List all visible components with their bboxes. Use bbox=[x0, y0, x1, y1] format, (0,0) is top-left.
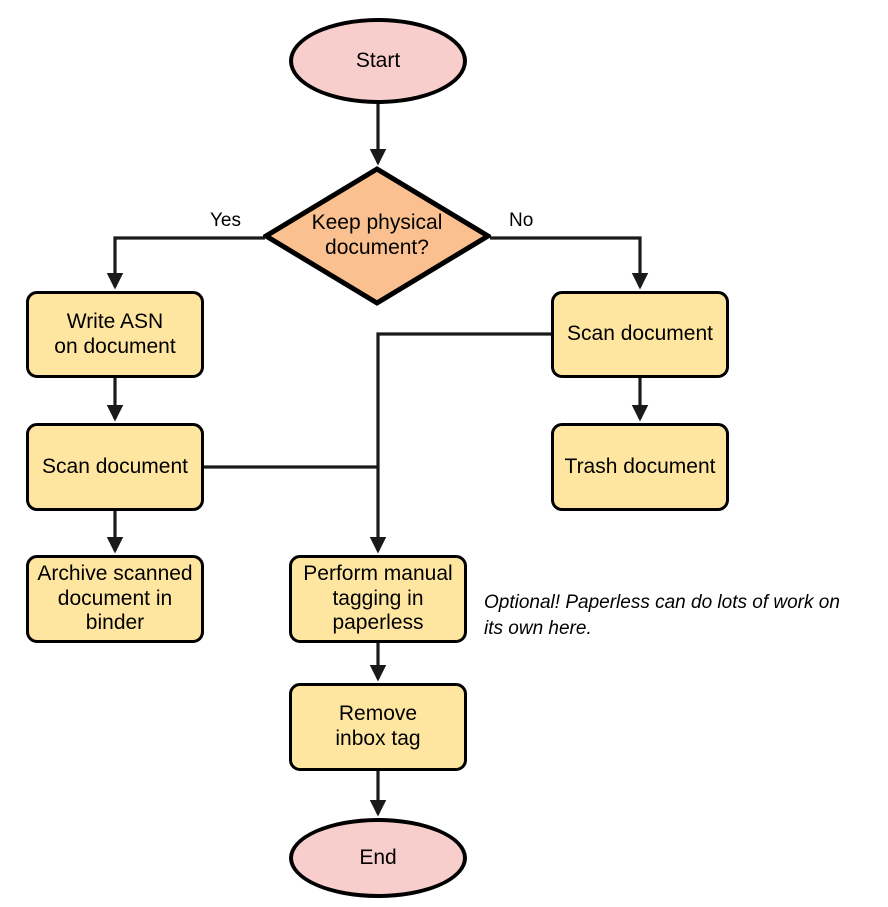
edge-label-no: No bbox=[509, 210, 534, 231]
node-write-asn-on-document[interactable]: Write ASN on document bbox=[26, 291, 204, 378]
node-end[interactable]: End bbox=[289, 818, 467, 898]
edge-scan-right-to-tagging bbox=[369, 332, 552, 554]
edge-label-yes: Yes bbox=[210, 210, 241, 231]
node-archive-scanned-document-in-binder[interactable]: Archive scanned document in binder bbox=[26, 555, 204, 643]
node-perform-manual-tagging-in-paperless[interactable]: Perform manual tagging in paperless bbox=[289, 555, 467, 643]
node-start[interactable]: Start bbox=[289, 18, 467, 104]
node-end-label: End bbox=[359, 845, 397, 869]
edge-decision-yes-to-write-asn bbox=[106, 236, 265, 290]
node-trash-document[interactable]: Trash document bbox=[551, 423, 729, 511]
node-archive-label: Archive scanned document in binder bbox=[37, 561, 193, 635]
node-trash-document-label: Trash document bbox=[564, 454, 716, 478]
node-tagging-label: Perform manual tagging in paperless bbox=[303, 561, 453, 635]
node-decision-keep-physical-document[interactable]: Keep physical document? bbox=[263, 166, 491, 306]
node-scan-document-left[interactable]: Scan document bbox=[26, 423, 204, 511]
node-decision-label: Keep physical document? bbox=[311, 211, 443, 259]
edge-decision-no-to-scan-right bbox=[490, 236, 649, 290]
node-remove-inbox-tag[interactable]: Remove inbox tag bbox=[289, 683, 467, 771]
node-scan-document-right-label: Scan document bbox=[567, 322, 713, 346]
annotation-optional-note: Optional! Paperless can do lots of work … bbox=[484, 592, 840, 639]
decision-diamond-shape bbox=[263, 166, 491, 306]
node-write-asn-label: Write ASN on document bbox=[54, 309, 176, 358]
node-scan-document-left-label: Scan document bbox=[42, 454, 188, 478]
node-remove-inbox-tag-label: Remove inbox tag bbox=[335, 702, 421, 750]
node-scan-document-right[interactable]: Scan document bbox=[551, 291, 729, 378]
node-start-label: Start bbox=[355, 48, 401, 72]
